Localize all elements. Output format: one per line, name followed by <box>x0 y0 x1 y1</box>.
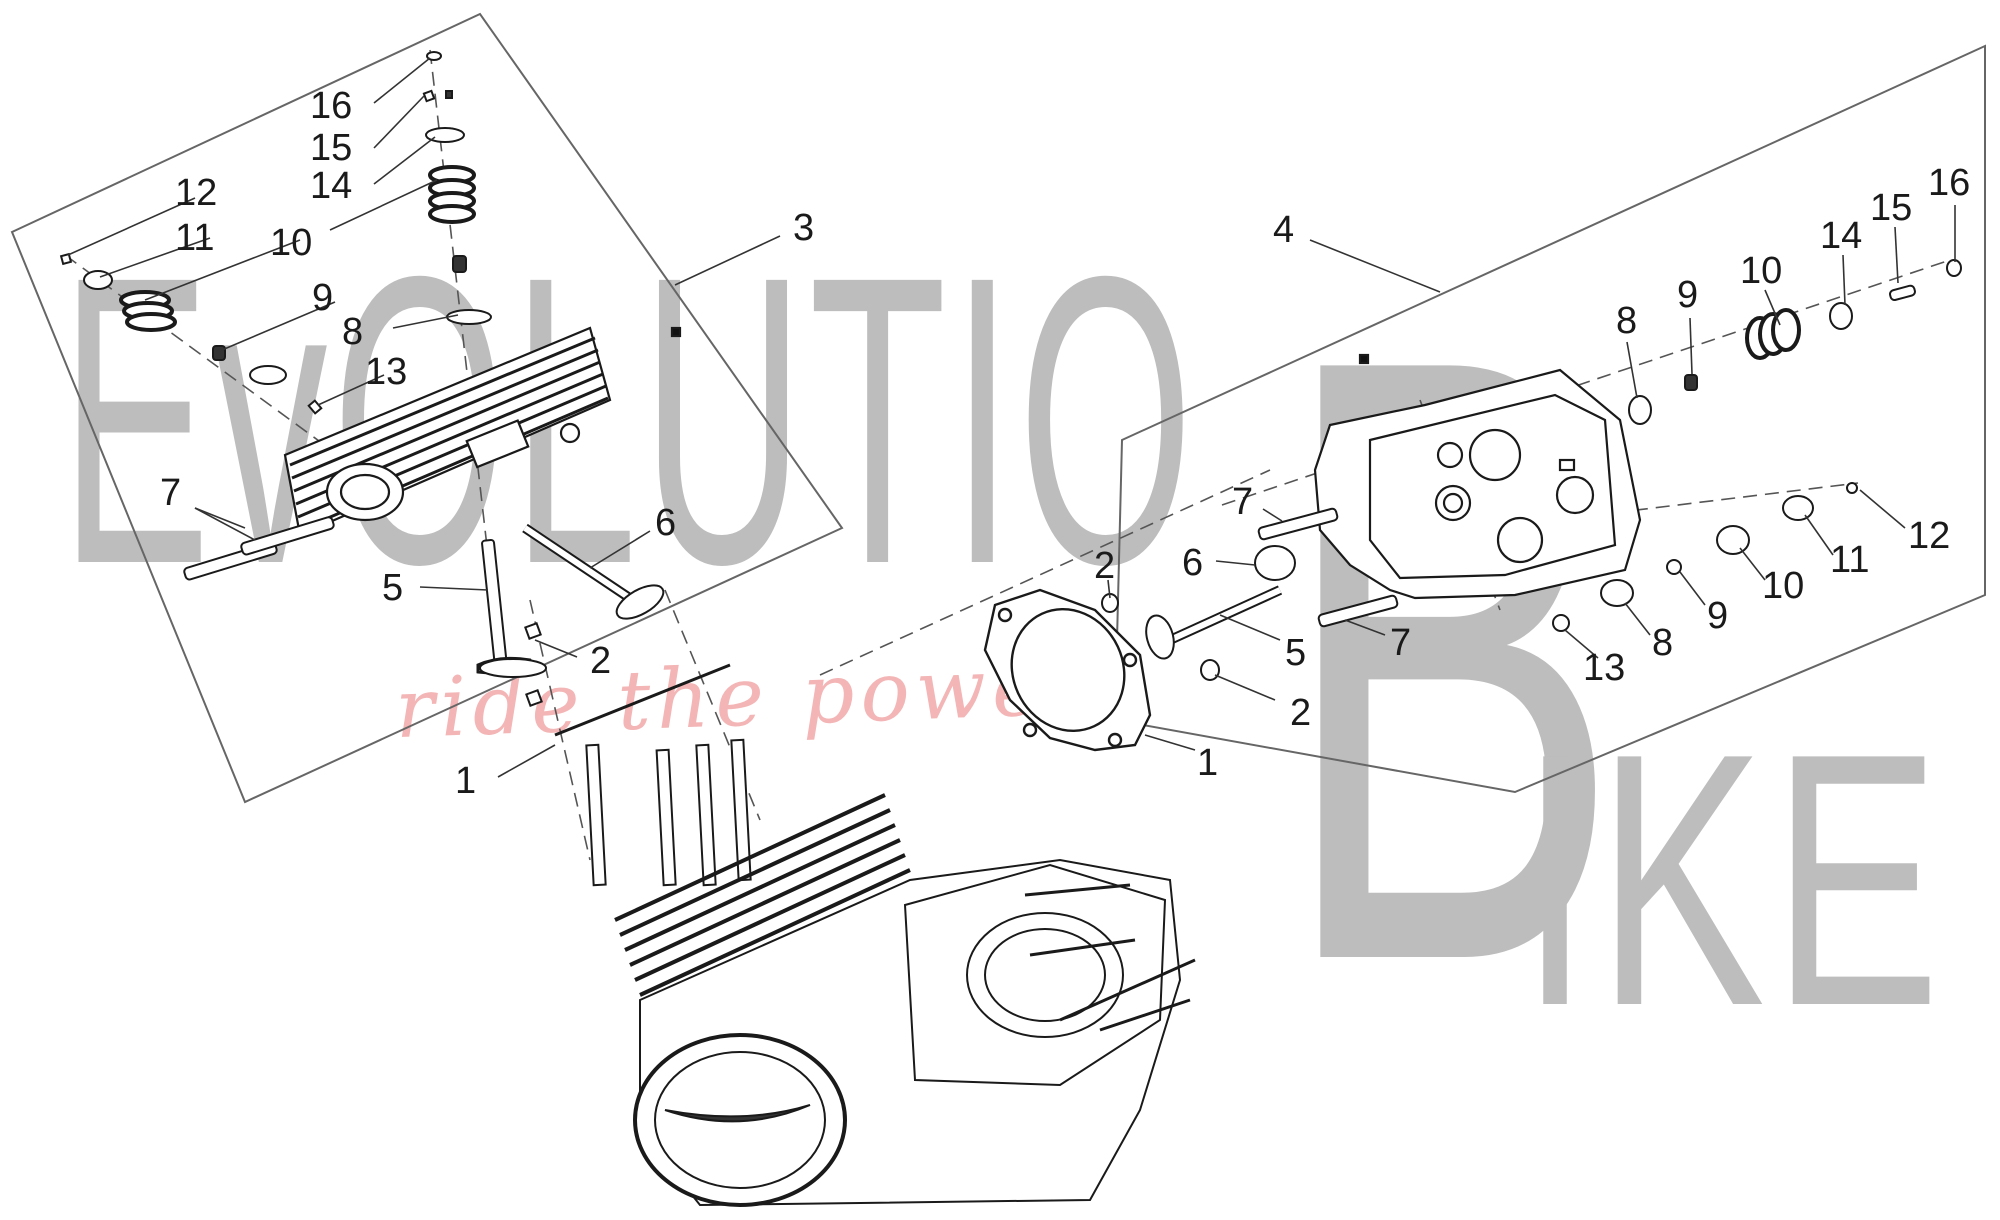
callout-left-9: 9 <box>312 277 333 319</box>
callout-right-10: 10 <box>1740 250 1782 292</box>
callout-left-3: 3 <box>793 207 814 249</box>
callout-left-7: 7 <box>160 472 181 514</box>
callout-left-14: 14 <box>310 165 352 207</box>
callout-right-8b: 8 <box>1652 622 1673 664</box>
callout-right-6: 6 <box>1182 542 1203 584</box>
callout-right-12: 12 <box>1908 515 1950 557</box>
callout-right-4: 4 <box>1273 209 1294 251</box>
callout-right-2b: 2 <box>1290 692 1311 734</box>
callout-left-8: 8 <box>342 311 363 353</box>
callout-right-16: 16 <box>1928 162 1970 204</box>
callout-left-5: 5 <box>382 567 403 609</box>
callout-right-1: 1 <box>1197 742 1218 784</box>
callout-leaders <box>67 57 1956 778</box>
head-gasket-icon <box>983 588 1152 752</box>
callout-right-5: 5 <box>1285 632 1306 674</box>
callout-right-7b: 7 <box>1390 622 1411 664</box>
callout-right-2a: 2 <box>1094 545 1115 587</box>
left-callouts: 16 15 14 12 11 10 9 8 13 3 7 6 5 2 1 <box>160 85 814 802</box>
callout-left-10: 10 <box>270 222 312 264</box>
callout-right-11: 11 <box>1830 539 1869 581</box>
callout-right-8: 8 <box>1616 300 1637 342</box>
callout-right-15: 15 <box>1870 187 1912 229</box>
valve-icon <box>1101 507 1399 681</box>
callout-right-10b: 10 <box>1762 565 1804 607</box>
cylinder-head-icon <box>1313 353 1642 600</box>
engine-block-icon <box>585 738 1196 1207</box>
callout-left-1: 1 <box>455 760 476 802</box>
right-callouts: 4 16 15 14 10 9 8 7 6 2 5 7 2 1 12 11 10… <box>1094 162 1970 784</box>
valve-icon <box>183 516 665 707</box>
callout-right-9b: 9 <box>1707 595 1728 637</box>
callout-left-11: 11 <box>175 217 214 259</box>
callout-left-6: 6 <box>655 502 676 544</box>
callout-left-13: 13 <box>365 351 407 393</box>
callout-right-9: 9 <box>1677 274 1698 316</box>
left-gasket-line <box>554 663 731 737</box>
callout-left-12: 12 <box>175 172 217 214</box>
cylinder-head-icon <box>283 326 682 537</box>
callout-right-14: 14 <box>1820 215 1862 257</box>
callout-left-2: 2 <box>590 640 611 682</box>
callout-right-13: 13 <box>1583 647 1625 689</box>
callout-left-16: 16 <box>310 85 352 127</box>
callout-left-15: 15 <box>310 127 352 169</box>
callout-right-7: 7 <box>1232 481 1253 523</box>
